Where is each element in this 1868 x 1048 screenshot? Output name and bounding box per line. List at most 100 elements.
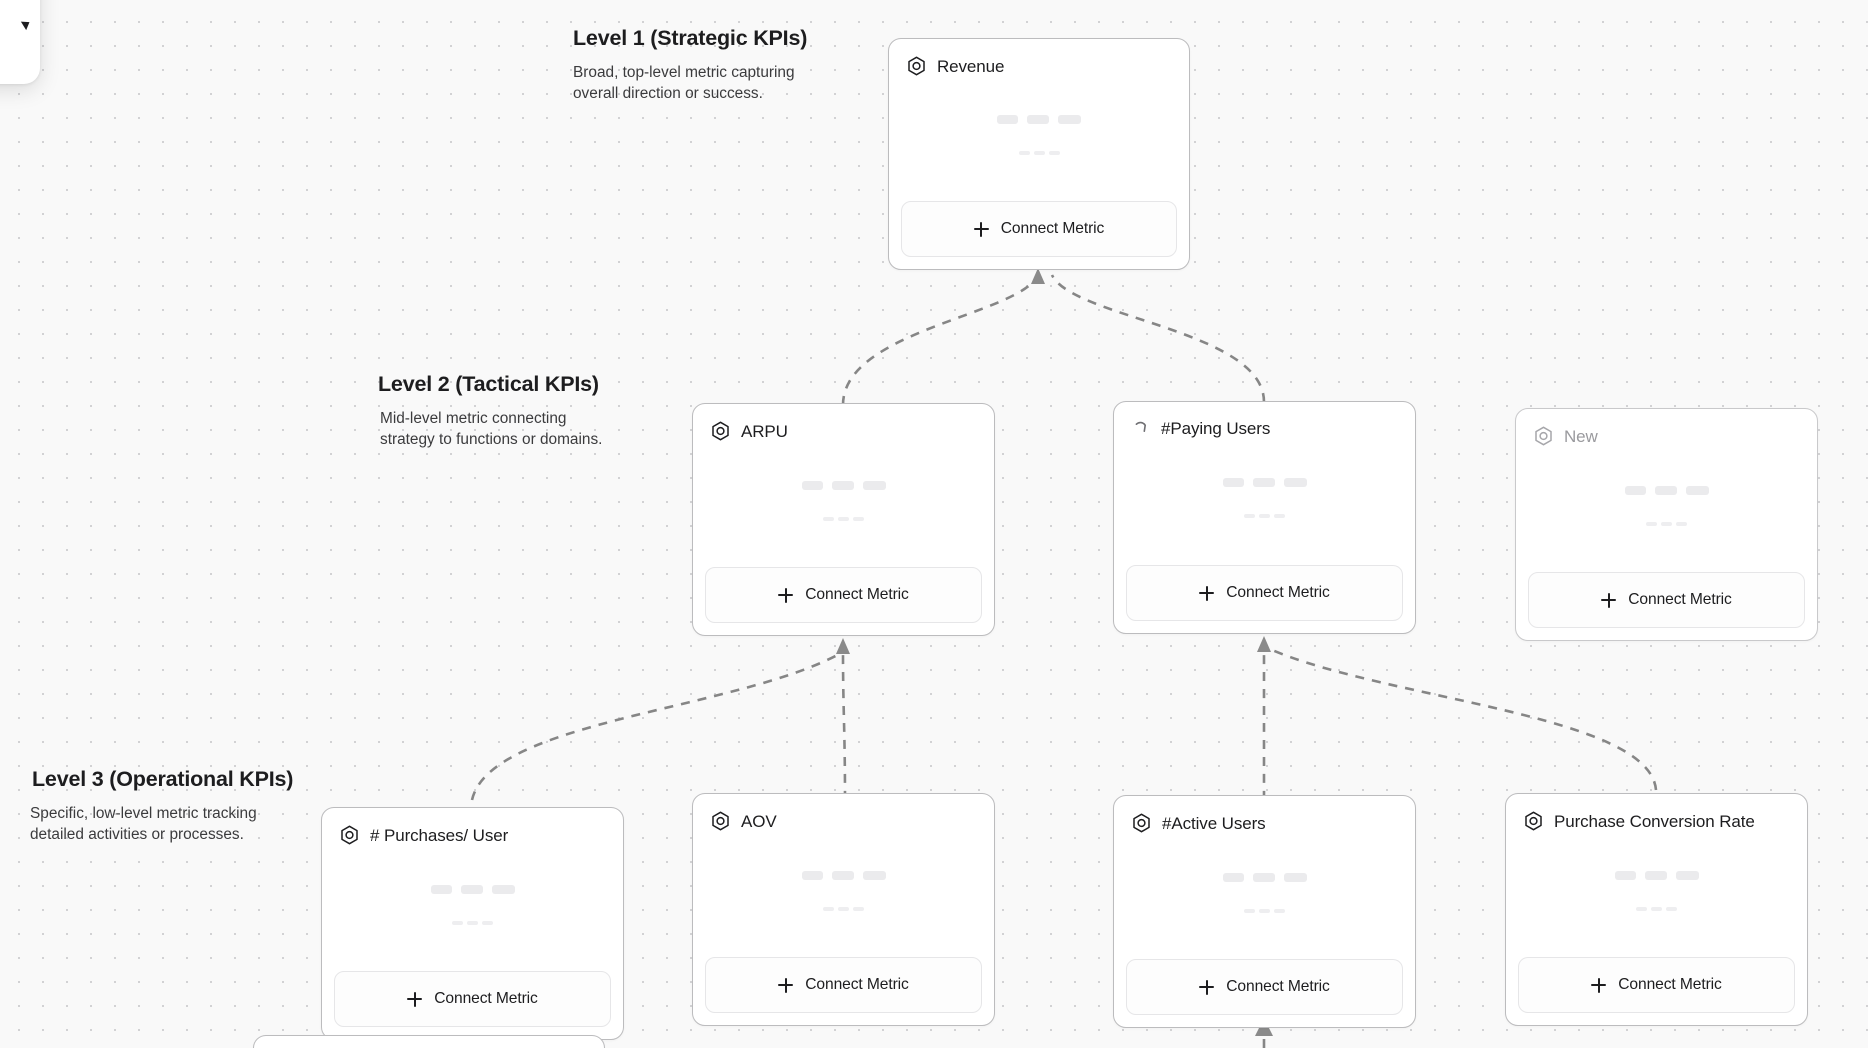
card-title: AOV xyxy=(741,811,777,831)
metric-card-aov[interactable]: AOV Connect Metric xyxy=(692,793,995,1026)
card-title: Purchase Conversion Rate xyxy=(1554,811,1755,831)
level-2-title: Level 2 (Tactical KPIs) xyxy=(378,372,599,396)
card-header: #Active Users xyxy=(1114,796,1415,834)
card-title: New xyxy=(1564,426,1598,446)
metric-card-purchase-conversion-rate[interactable]: Purchase Conversion Rate Connect Metric xyxy=(1505,793,1808,1026)
card-header: ARPU xyxy=(693,404,994,442)
skeleton-bar xyxy=(1675,870,1699,880)
connect-metric-label: Connect Metric xyxy=(1000,220,1105,237)
edge-arrow-arpu xyxy=(836,638,850,654)
connect-metric-button[interactable]: Connect Metric xyxy=(334,971,611,1027)
metric-card-arpu[interactable]: ARPU Connect Metric xyxy=(692,403,995,636)
card-header: # Purchases/ User xyxy=(322,808,623,846)
card-title: # Purchases/ User xyxy=(370,825,509,845)
skeleton-bar xyxy=(1283,478,1307,487)
skeleton-bar xyxy=(1018,151,1030,155)
card-skeleton-body xyxy=(1114,834,1415,959)
skeleton-row-secondary xyxy=(1018,151,1060,155)
skeleton-bar xyxy=(430,884,452,894)
card-header: Purchase Conversion Rate xyxy=(1506,794,1807,832)
card-title: ARPU xyxy=(741,421,788,441)
skeleton-bar xyxy=(1685,485,1709,495)
card-skeleton-body xyxy=(322,846,623,971)
skeleton-bar xyxy=(1651,906,1662,911)
connect-metric-label: Connect Metric xyxy=(1618,976,1722,993)
skeleton-bar xyxy=(460,884,483,894)
plus-icon xyxy=(1591,977,1607,993)
level-2-description: Mid-level metric connecting strategy to … xyxy=(380,410,603,449)
skeleton-bar xyxy=(482,920,493,925)
connect-metric-button[interactable]: Connect Metric xyxy=(901,201,1177,257)
hexagon-target-icon xyxy=(1525,811,1542,831)
edge-paying-users-revenue xyxy=(1050,274,1266,403)
card-title: #Paying Users xyxy=(1161,419,1271,438)
skeleton-row-primary xyxy=(1222,478,1307,487)
plus-icon xyxy=(778,587,794,603)
connect-metric-label: Connect Metric xyxy=(1628,591,1732,608)
metric-card-purchases-per-user[interactable]: # Purchases/ User Connect Metric xyxy=(321,807,624,1040)
level-1-description: Broad, top-level metric capturing overal… xyxy=(573,64,795,103)
edge-arpu-revenue xyxy=(841,274,1040,406)
floating-toolbar-panel[interactable] xyxy=(0,0,40,84)
card-skeleton-body xyxy=(1506,832,1807,957)
skeleton-bar xyxy=(1033,151,1045,155)
level-3-description: Specific, low-level metric tracking deta… xyxy=(30,805,257,844)
connect-metric-button[interactable]: Connect Metric xyxy=(1126,565,1403,621)
connect-metric-label: Connect Metric xyxy=(1226,584,1330,601)
skeleton-bar xyxy=(491,884,515,894)
connect-metric-button[interactable]: Connect Metric xyxy=(1126,959,1403,1015)
connect-metric-label: Connect Metric xyxy=(805,586,909,603)
skeleton-bar xyxy=(1027,115,1049,124)
skeleton-bar xyxy=(1646,521,1657,526)
skeleton-row-secondary xyxy=(452,920,493,925)
skeleton-row-secondary xyxy=(823,906,864,911)
skeleton-bar xyxy=(838,516,849,521)
skeleton-bar xyxy=(1259,514,1270,518)
skeleton-bar xyxy=(1222,872,1244,882)
skeleton-row-primary xyxy=(801,870,886,880)
skeleton-bar xyxy=(862,870,886,880)
connect-metric-label: Connect Metric xyxy=(805,976,909,993)
skeleton-bar xyxy=(831,870,854,880)
edge-purchases-arpu xyxy=(470,650,844,801)
hexagon-target-icon xyxy=(712,811,729,831)
skeleton-bar xyxy=(997,115,1018,124)
skeleton-row-primary xyxy=(801,480,886,490)
skeleton-bar xyxy=(1252,478,1275,487)
skeleton-row-primary xyxy=(1222,872,1307,882)
plus-icon xyxy=(1601,592,1617,608)
skeleton-bar xyxy=(1666,906,1677,911)
skeleton-bar xyxy=(1636,906,1647,911)
skeleton-bar xyxy=(1058,115,1081,124)
plus-icon xyxy=(1199,585,1215,601)
metric-card-active-users[interactable]: #Active Users Connect Metric xyxy=(1113,795,1416,1028)
level-1-label: Level 1 (Strategic KPIs) Broad, top-leve… xyxy=(573,26,818,105)
metric-card-new[interactable]: New Connect Metric xyxy=(1515,408,1818,641)
skeleton-bar xyxy=(862,480,886,490)
connect-metric-button[interactable]: Connect Metric xyxy=(705,567,982,623)
skeleton-bar xyxy=(823,516,834,521)
level-3-label: Level 3 (Operational KPIs) Specific, low… xyxy=(30,767,293,846)
hexagon-target-icon xyxy=(341,825,358,845)
connect-metric-button[interactable]: Connect Metric xyxy=(1528,572,1805,628)
card-skeleton-body xyxy=(693,442,994,567)
skeleton-bar xyxy=(838,906,849,911)
edge-arrow-revenue xyxy=(1031,268,1045,284)
skeleton-row-secondary xyxy=(1244,514,1285,518)
skeleton-bar xyxy=(1661,521,1672,526)
card-title: Revenue xyxy=(937,56,1005,76)
metric-card-paying-users[interactable]: #Paying Users Connect Metric xyxy=(1113,401,1416,634)
level-2-label: Level 2 (Tactical KPIs) Mid-level metric… xyxy=(378,372,625,451)
spinner-icon xyxy=(1135,421,1147,432)
metric-card-revenue[interactable]: Revenue Connect Metric xyxy=(888,38,1190,270)
metric-card-partial-below[interactable] xyxy=(253,1035,605,1048)
skeleton-bar xyxy=(1222,478,1244,487)
connect-metric-button[interactable]: Connect Metric xyxy=(1518,957,1795,1013)
connect-metric-button[interactable]: Connect Metric xyxy=(705,957,982,1013)
level-1-title: Level 1 (Strategic KPIs) xyxy=(573,26,808,50)
plus-icon xyxy=(778,977,794,993)
skeleton-bar xyxy=(853,516,864,521)
hexagon-target-icon xyxy=(908,56,925,76)
skeleton-bar xyxy=(467,920,478,925)
